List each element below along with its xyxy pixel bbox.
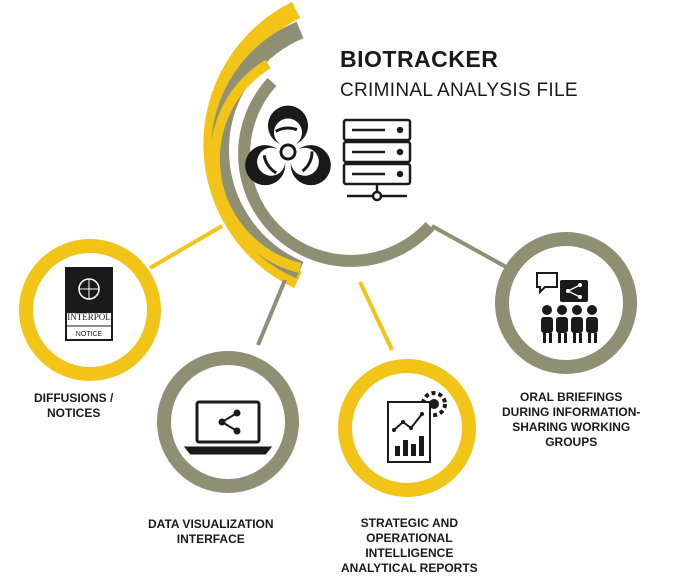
label-line: ANALYTICAL REPORTS [341,561,478,575]
hub-arcs [203,1,435,289]
node-briefings [495,232,637,374]
report-chart-gear-icon [387,391,447,463]
label-line: SHARING WORKING [512,420,631,434]
label-line: GROUPS [545,435,598,449]
node-data-viz-ring [157,351,299,493]
label-briefings: ORAL BRIEFINGS DURING INFORMATION- SHARI… [502,390,640,450]
connector-briefings [431,224,509,270]
interpol-notice-icon: INTERPOL NOTICE [65,267,113,341]
label-line: DATA VISUALIZATION [148,517,274,531]
connector-reports [358,281,394,351]
node-notices: INTERPOL NOTICE [19,239,161,381]
label-line: STRATEGIC AND [360,516,459,530]
page-subtitle: CRIMINAL ANALYSIS FILE [340,80,578,101]
node-briefings-ring [495,232,637,374]
briefing-group-icon [536,272,598,343]
notice-badge-bottom: NOTICE [76,331,103,338]
label-data-viz: DATA VISUALIZATION INTERFACE [148,517,274,547]
connectors [148,224,509,351]
hub-arc-inner-olive [238,77,435,267]
label-line: INTELLIGENCE [365,546,454,560]
label-line: DURING INFORMATION- [502,405,641,419]
laptop-share-icon [183,400,273,455]
label-line: INTERFACE [176,532,245,546]
label-line: OPERATIONAL [366,531,453,545]
label-notices: DIFFUSIONS / NOTICES [34,391,113,421]
server-icon [342,118,412,202]
label-reports: STRATEGIC AND OPERATIONAL INTELLIGENCE A… [341,516,478,576]
hub-arc-inner-yellow [209,59,302,273]
connector-notices [148,224,224,270]
notice-badge-top: INTERPOL [67,312,111,322]
label-line: NOTICES [47,406,101,420]
node-reports [338,359,476,497]
page-title: BIOTRACKER [340,46,499,72]
node-data-viz [157,351,299,493]
biohazard-icon [245,105,331,186]
label-line: ORAL BRIEFINGS [519,390,623,404]
label-line: DIFFUSIONS / [34,391,114,405]
connector-data-viz [256,279,287,346]
